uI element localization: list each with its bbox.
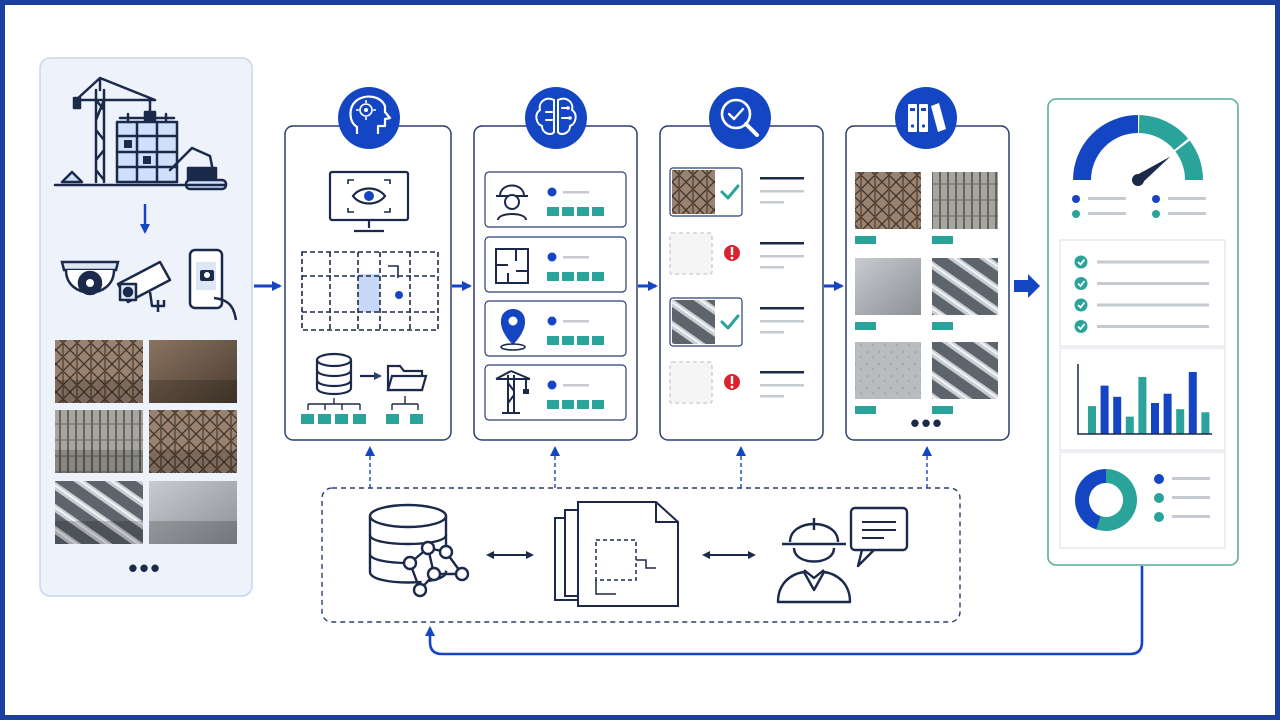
bar xyxy=(1113,396,1122,434)
knowledge-base-panel xyxy=(321,446,961,623)
arrow-archive-to-dashboard xyxy=(1014,274,1040,298)
source-ellipsis: ••• xyxy=(128,553,161,583)
verification-rows xyxy=(669,167,804,404)
alert-icon xyxy=(724,374,740,390)
bar xyxy=(1125,416,1134,434)
ai-head-icon xyxy=(338,87,400,149)
vision-monitor-icon xyxy=(328,170,410,233)
archived-photo xyxy=(932,258,998,330)
stage-understanding-panel xyxy=(284,87,452,441)
documents-icon xyxy=(554,501,679,607)
bar xyxy=(1201,412,1210,434)
source-panel: ••• xyxy=(39,57,253,597)
floor-plan-grid-icon xyxy=(301,251,439,331)
archived-photo xyxy=(932,342,998,414)
site-photo xyxy=(55,481,143,544)
alert-icon xyxy=(724,245,740,261)
archived-photo xyxy=(932,172,998,244)
site-photo xyxy=(55,410,143,473)
bar xyxy=(1188,372,1197,434)
bar xyxy=(1151,403,1159,434)
site-photo xyxy=(55,340,143,403)
database-to-folder-icon xyxy=(301,352,428,424)
donut-chart-icon xyxy=(1075,469,1137,531)
archived-photo xyxy=(855,258,921,330)
location-pin-icon xyxy=(500,309,526,351)
archived-photo xyxy=(855,342,921,414)
ai-brain-icon xyxy=(525,87,587,149)
bar xyxy=(1100,385,1109,434)
donut-legend xyxy=(1154,474,1210,522)
archive-ellipsis: ••• xyxy=(910,408,943,438)
verification-row xyxy=(669,361,804,404)
gauge-legend xyxy=(1072,195,1206,218)
archived-photo xyxy=(855,172,921,244)
bar xyxy=(1176,409,1185,434)
checklist-item xyxy=(1074,298,1209,312)
dome-camera-icon xyxy=(60,260,120,296)
stage-verification-panel xyxy=(659,87,824,441)
dashboard-panel xyxy=(1047,98,1239,566)
stage-archive-panel: ••• xyxy=(845,87,1010,441)
feedback-dashed-links xyxy=(365,446,932,488)
check-icon xyxy=(720,314,740,330)
donut-slice xyxy=(1096,469,1137,531)
verification-row xyxy=(669,232,804,275)
database-graph-icon xyxy=(368,503,470,598)
classification-row xyxy=(484,171,627,228)
classification-rows xyxy=(484,171,627,421)
verification-row xyxy=(669,167,804,217)
gauge-icon xyxy=(1073,115,1203,186)
classification-row xyxy=(484,300,627,357)
floor-plan-icon xyxy=(495,248,529,284)
engineer-feedback-icon xyxy=(776,506,909,604)
bar xyxy=(1138,376,1147,434)
check-icon xyxy=(720,184,740,200)
magnifier-check-icon xyxy=(709,87,771,149)
classification-row xyxy=(484,236,627,293)
checklist-item xyxy=(1074,320,1209,333)
bar xyxy=(1088,406,1096,434)
bar-axis xyxy=(1077,364,1212,435)
worker-icon xyxy=(496,184,528,221)
checklist-item xyxy=(1074,277,1209,290)
tower-crane-icon xyxy=(495,370,531,414)
bar xyxy=(1163,393,1172,434)
construction-site-icon xyxy=(53,76,228,191)
donut-slice xyxy=(1075,469,1107,530)
checklist-icon xyxy=(1074,255,1209,333)
classification-row xyxy=(484,364,627,421)
source-photo-grid xyxy=(55,340,237,544)
feedback-return-arrow xyxy=(425,566,1144,656)
verification-row xyxy=(669,297,804,347)
bar-chart-icon xyxy=(1077,364,1212,435)
site-photo xyxy=(149,410,237,473)
checklist-item xyxy=(1074,255,1209,269)
smartphone-camera-icon xyxy=(188,248,238,321)
checklist-card xyxy=(1059,239,1226,347)
site-photo xyxy=(149,481,237,544)
archive-photo-grid xyxy=(855,172,998,414)
site-photo xyxy=(149,340,237,403)
binders-icon xyxy=(895,87,957,149)
stage-classification-panel xyxy=(473,87,638,441)
cctv-camera-icon xyxy=(116,260,172,312)
